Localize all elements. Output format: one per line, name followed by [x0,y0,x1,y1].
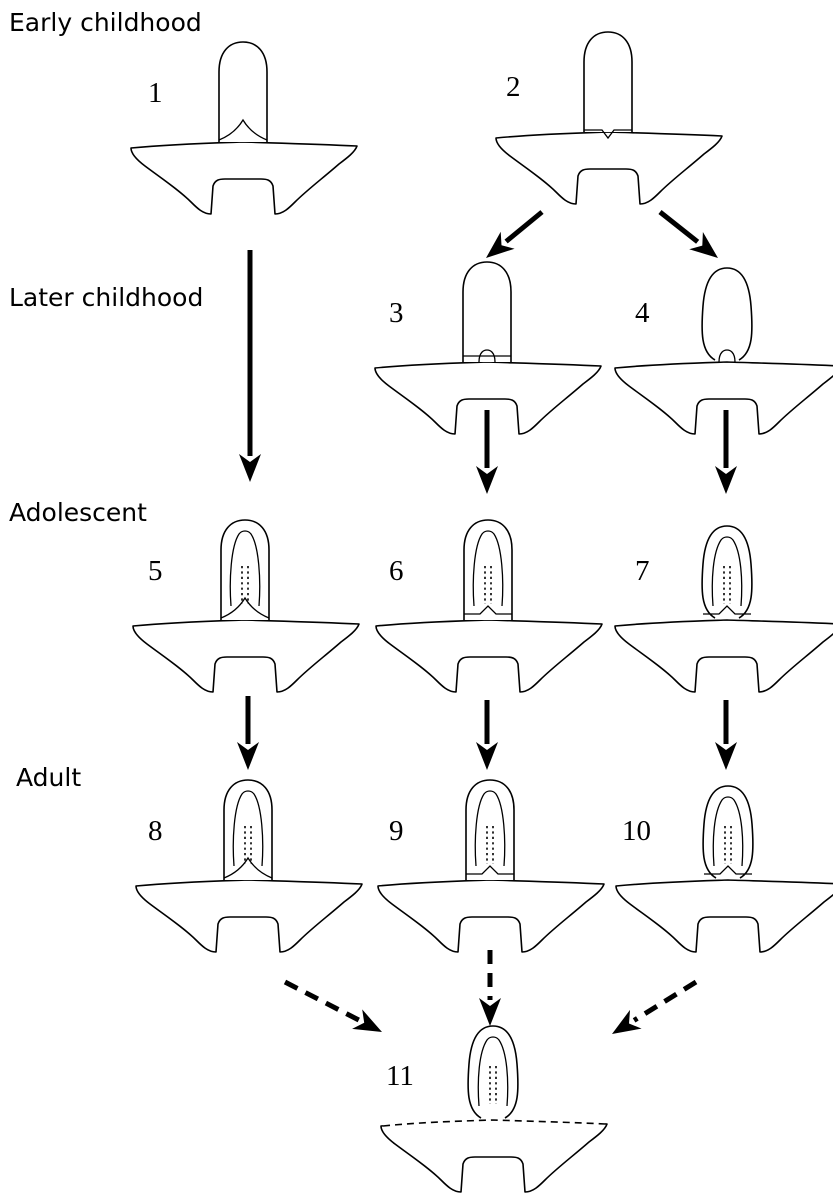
arrow-2-4 [658,210,718,258]
specimen-6-arch [463,519,513,620]
specimen-9-arch [465,779,515,880]
arrow-8-11 [283,979,382,1032]
arrow-4-7-head [715,466,737,494]
specimen-10-body [615,879,833,953]
specimen-4-arch [701,267,753,361]
arrow-7-10-head [715,742,737,770]
specimen-8-arch [223,779,273,880]
specimens-layer: 1 2 3 4 5 6 7 8 9 10 11 [130,31,833,1193]
specimen-9-body [377,879,605,953]
arrow-2-3 [486,210,544,258]
arrow-10-11 [612,979,698,1034]
arrow-2-4-head [689,232,718,258]
specimen-6-body [375,619,603,693]
arrow-2-3-shaft [504,210,544,244]
arrow-2-4-shaft [658,210,700,244]
specimen-8-number: 8 [148,815,163,847]
arrow-10-11-head [612,1009,642,1034]
specimen-6-number: 6 [389,555,404,587]
specimen-2-number: 2 [506,71,521,103]
arrow-4-7 [715,410,737,494]
specimen-8-body [135,879,363,953]
specimen-7-inner-outline [711,536,743,607]
specimen-5-arch [220,519,270,620]
arrow-8-11-shaft [283,979,361,1023]
specimen-7-number: 7 [635,555,650,587]
stage-label-adolescent: Adolescent [9,498,147,527]
arrow-1-5 [239,250,261,482]
arrow-3-6-head [476,466,498,494]
specimen-5-body [132,619,360,693]
stage-label-later-childhood: Later childhood [9,283,204,312]
specimen-11-number: 11 [386,1060,414,1092]
specimen-8-inner-outline [232,790,264,867]
specimen-10-arch [702,785,754,879]
specimen-1: 1 [130,41,358,215]
specimen-10-number: 10 [622,815,651,847]
arrow-9-11-head [479,998,501,1026]
specimen-1-arch [218,41,268,142]
stage-label-adult: Adult [16,763,82,792]
specimen-10-inner-outline [712,796,744,867]
specimen-3-junction-nub [478,349,496,363]
arrow-6-9 [476,700,498,770]
specimen-4-junction-nub [718,349,736,363]
specimen-6-junction-flat [464,605,512,615]
specimen-11-body [380,1119,608,1193]
specimen-8-junction-spike [223,856,273,879]
specimen-11: 11 [380,1025,608,1193]
arrow-6-9-head [476,742,498,770]
specimen-9-inner-outline [474,790,506,867]
stage-label-early-childhood: Early childhood [9,8,202,37]
arrow-1-5-head [239,454,261,482]
specimen-9: 9 [377,779,605,953]
specimen-7-body [614,619,833,693]
specimen-11-dashed-wing-line [382,1119,606,1127]
specimen-4-number: 4 [635,297,650,329]
arrow-7-10 [715,700,737,770]
specimen-4: 4 [614,267,833,435]
specimen-10-junction-flat [704,865,752,875]
specimen-5-inner-outline [229,530,261,607]
specimen-3: 3 [374,261,602,435]
specimen-8: 8 [135,779,363,953]
specimen-7-arch [701,525,753,619]
arrow-2-3-head [486,231,515,258]
arrow-9-11 [479,950,501,1026]
specimen-6: 6 [375,519,603,693]
specimen-3-number: 3 [389,297,404,329]
specimen-1-junction-spike [218,118,268,141]
specimen-7: 7 [614,525,833,693]
specimen-5-number: 5 [148,555,163,587]
specimen-10: 10 [615,785,833,953]
specimen-11-inner-outline [477,1036,509,1107]
specimen-4-body [614,361,833,435]
specimen-1-number: 1 [148,77,163,109]
arrows-layer [237,210,737,1034]
specimen-2-junction-notch [584,129,632,140]
specimen-5: 5 [132,519,360,693]
specimen-11-arch [467,1025,519,1119]
arrow-3-6 [476,410,498,494]
specimen-2: 2 [495,31,723,205]
specimen-1-body [130,141,358,215]
specimen-3-arch [462,261,512,362]
specimen-9-junction-flat [466,865,514,875]
specimen-5-junction-spike [220,596,270,619]
arrow-5-8 [237,696,259,770]
arrow-10-11-shaft [632,979,698,1023]
specimen-7-junction-flat [703,605,751,615]
arrow-5-8-head [237,742,259,770]
specimen-2-arch [583,31,633,132]
specimen-3-body [374,361,602,435]
specimen-2-body [495,131,723,205]
specimen-9-number: 9 [389,815,404,847]
arrow-8-11-head [352,1009,382,1032]
specimen-6-inner-outline [472,530,504,607]
